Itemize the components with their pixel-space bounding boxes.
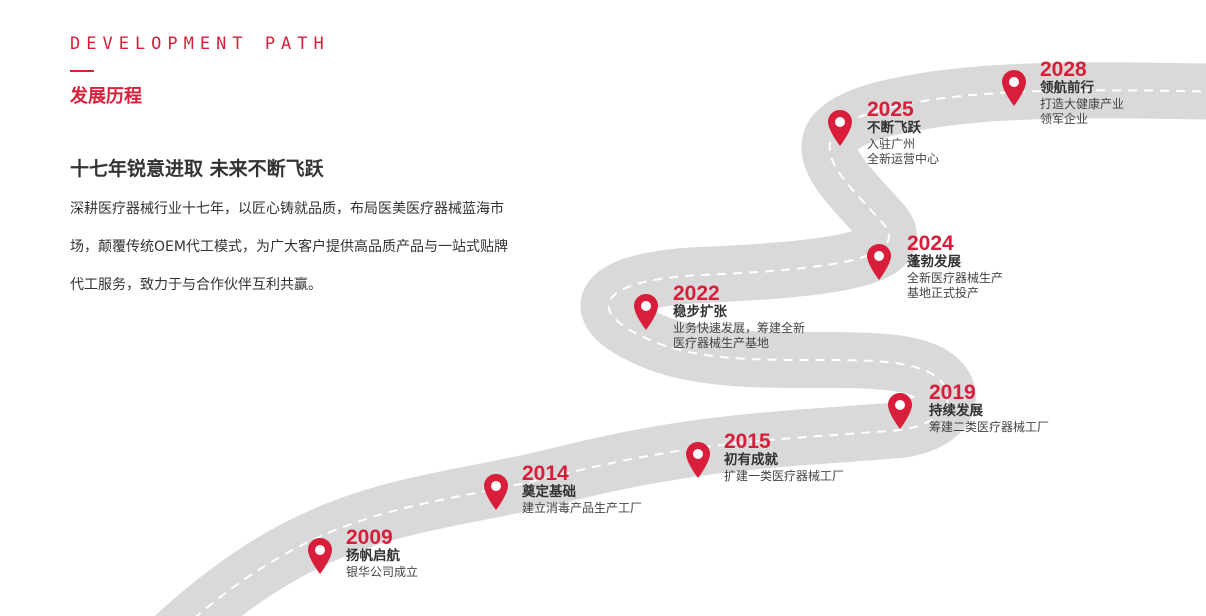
map-pin-icon <box>686 442 710 478</box>
milestone-desc: 全新运营中心 <box>867 152 940 166</box>
milestone-title: 持续发展 <box>929 403 983 419</box>
milestone-desc: 业务快速发展，筹建全新 <box>673 321 806 335</box>
milestone-year: 2014 <box>522 462 569 485</box>
milestone-desc: 建立消毒产品生产工厂 <box>522 501 643 515</box>
milestone-year: 2022 <box>673 282 720 305</box>
milestone-year: 2015 <box>724 430 771 453</box>
milestone-title: 不断飞跃 <box>867 120 921 136</box>
milestone-desc: 入驻广州 <box>867 137 916 151</box>
milestone-title: 领航前行 <box>1040 80 1094 96</box>
milestone-year: 2019 <box>929 381 976 404</box>
milestone-desc: 基地正式投产 <box>907 286 980 300</box>
milestone-title: 初有成就 <box>724 452 778 468</box>
milestone-title: 扬帆启航 <box>346 548 400 564</box>
title-divider <box>70 70 94 72</box>
milestone-desc: 扩建一类医疗器械工厂 <box>724 469 845 483</box>
map-pin-icon <box>1002 70 1026 106</box>
milestone-desc: 银华公司成立 <box>346 565 419 579</box>
map-pin-icon <box>867 244 891 280</box>
milestone-desc: 领军企业 <box>1040 112 1089 126</box>
section-title-cn: 发展历程 <box>70 86 142 107</box>
section-title-en: DEVELOPMENT PATH <box>70 34 330 54</box>
milestone-year: 2028 <box>1040 58 1087 81</box>
milestone-desc: 医疗器械生产基地 <box>673 336 770 350</box>
milestone-year: 2025 <box>867 98 914 121</box>
slogan-heading: 十七年锐意进取 未来不断飞跃 <box>70 158 324 180</box>
milestone-desc: 全新医疗器械生产 <box>907 271 1004 285</box>
milestone-title: 蓬勃发展 <box>907 254 961 270</box>
milestone-title: 稳步扩张 <box>673 304 727 320</box>
map-pin-icon <box>308 538 332 574</box>
map-pin-icon <box>634 294 658 330</box>
milestone-desc: 打造大健康产业 <box>1040 97 1125 111</box>
road-center-dash <box>195 89 1206 616</box>
map-pin-icon <box>484 474 508 510</box>
milestone-year: 2009 <box>346 526 393 549</box>
milestone-year: 2024 <box>907 232 954 255</box>
milestone-desc: 筹建二类医疗器械工厂 <box>929 420 1050 434</box>
map-pin-icon <box>828 110 852 146</box>
milestone-title: 奠定基础 <box>522 484 576 500</box>
map-pin-icon <box>888 393 912 429</box>
intro-paragraph: 深耕医疗器械行业十七年，以匠心铸就品质，布局医美医疗器械蓝海市场，颠覆传统OEM… <box>70 201 508 293</box>
